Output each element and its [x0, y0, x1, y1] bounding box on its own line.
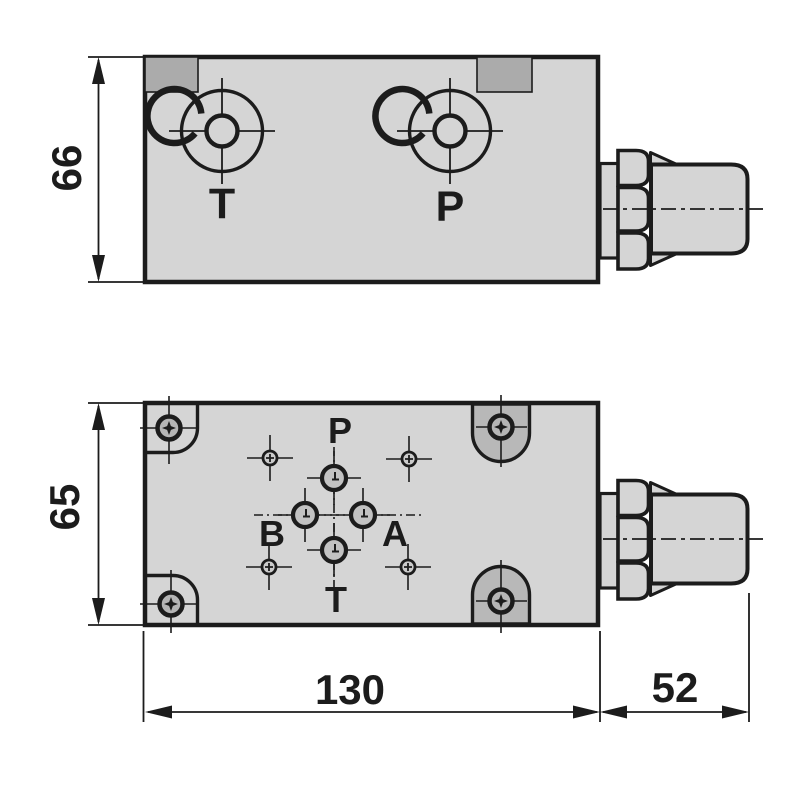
bolt-hole-top-right [400, 450, 418, 468]
label-port-a: A [382, 513, 408, 554]
gallery-port-t [322, 538, 346, 562]
dimension-66: 66 [43, 56, 143, 283]
arrowhead-right [722, 705, 749, 719]
extension-lines [88, 56, 143, 283]
mounting-screw-top-right [490, 416, 513, 439]
outlet-fitting-bottom [598, 478, 766, 601]
label-port-t: T [325, 579, 347, 620]
dimension-52-value: 52 [652, 664, 699, 711]
arrowhead-left [145, 705, 172, 719]
dimension-130-value: 130 [315, 666, 385, 713]
dimension-65-value: 65 [41, 484, 88, 531]
port-p-label: P [436, 183, 465, 231]
mounting-screw-bottom-left [160, 593, 183, 616]
dimension-65: 65 [41, 402, 143, 626]
arrowhead-up [92, 403, 105, 430]
valve-body-side [142, 54, 601, 285]
arrowhead-up [92, 57, 105, 84]
dimension-130: 130 [142, 631, 601, 722]
arrowhead-down [92, 255, 105, 282]
bolt-hole-bottom-left [260, 558, 278, 576]
corner-lug-bottom-left [146, 573, 200, 624]
corner-lug-top-left [146, 404, 200, 455]
arrowhead-down [92, 598, 105, 625]
bolt-hole-bottom-right [399, 558, 417, 576]
label-port-b: B [259, 513, 285, 554]
machined-pad-right [476, 56, 533, 93]
dimension-52: 52 [600, 593, 750, 722]
port-t-label: T [209, 180, 235, 228]
outlet-fitting [598, 148, 766, 271]
mounting-screw-bottom-right [490, 590, 513, 613]
arrowhead-left [600, 705, 627, 719]
extension-lines [88, 402, 143, 626]
extension-lines [142, 631, 601, 722]
arrowhead-right [573, 705, 600, 719]
gallery-port-p [322, 466, 346, 490]
bolt-hole-top-left [261, 449, 279, 467]
bottom-view: P B A T 65 130 52 [41, 395, 766, 722]
mounting-screw-top-left [158, 417, 181, 440]
gallery-port-a [351, 503, 375, 527]
label-port-p: P [328, 410, 352, 451]
dimension-66-value: 66 [43, 145, 90, 192]
top-view: T P 66 [43, 54, 766, 285]
gallery-port-b [293, 503, 317, 527]
